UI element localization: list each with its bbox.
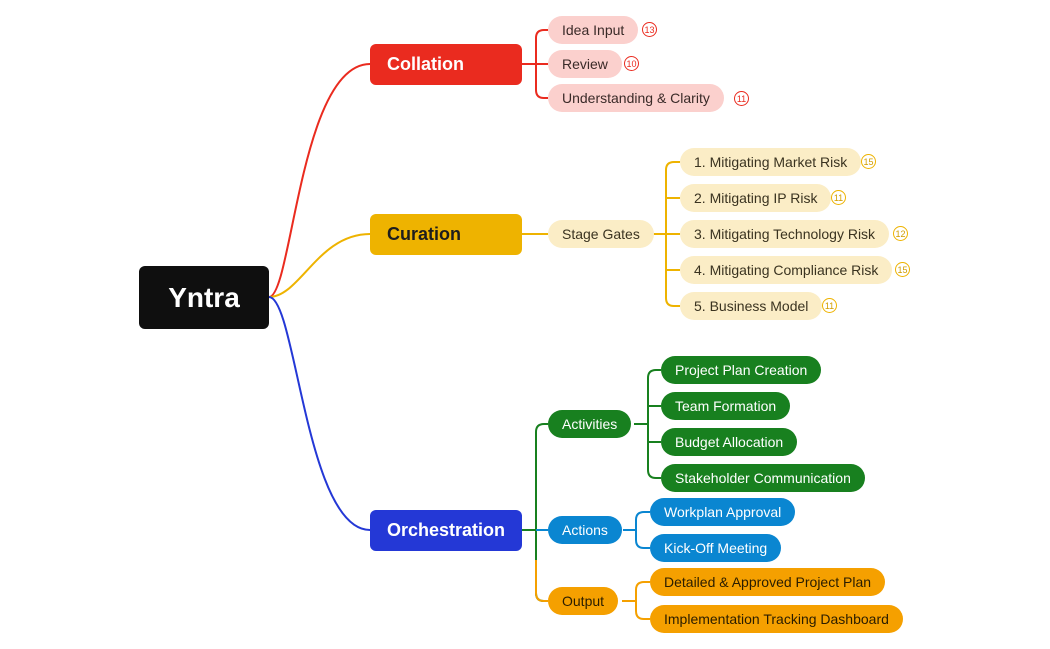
count-badge: 15	[895, 262, 910, 277]
link-stage-gates-children	[653, 161, 680, 307]
root-node[interactable]: Yntra	[139, 266, 269, 329]
action-item-kickoff-meeting[interactable]: Kick-Off Meeting	[650, 534, 782, 562]
count-badge: 11	[734, 91, 749, 106]
link-actions-children	[623, 511, 650, 549]
link-curation	[268, 233, 371, 298]
collation-item-understanding[interactable]: Understanding & Clarity	[548, 84, 724, 112]
activity-item-budget-allocation[interactable]: Budget Allocation	[661, 428, 798, 456]
link-output-children	[622, 581, 650, 620]
curation-node[interactable]: Curation	[370, 214, 522, 255]
link-activities-children	[634, 369, 661, 479]
collation-item-idea-input[interactable]: Idea Input	[548, 16, 639, 44]
stage-gates-node[interactable]: Stage Gates	[548, 220, 654, 248]
count-badge: 12	[893, 226, 908, 241]
action-item-workplan-approval[interactable]: Workplan Approval	[650, 498, 796, 526]
activities-node[interactable]: Activities	[548, 410, 632, 438]
link-collation	[268, 63, 371, 298]
link-collation-children	[522, 29, 548, 99]
stage-item-technology-risk[interactable]: 3. Mitigating Technology Risk	[680, 220, 890, 248]
stage-item-compliance-risk[interactable]: 4. Mitigating Compliance Risk	[680, 256, 893, 284]
count-badge: 10	[624, 56, 639, 71]
count-badge: 15	[861, 154, 876, 169]
output-item-approved-plan[interactable]: Detailed & Approved Project Plan	[650, 568, 886, 596]
output-node[interactable]: Output	[548, 587, 619, 615]
collation-node[interactable]: Collation	[370, 44, 522, 85]
output-item-tracking-dashboard[interactable]: Implementation Tracking Dashboard	[650, 605, 903, 633]
link-orchestration	[268, 296, 371, 531]
activity-item-team-formation[interactable]: Team Formation	[661, 392, 791, 420]
count-badge: 11	[822, 298, 837, 313]
stage-item-ip-risk[interactable]: 2. Mitigating IP Risk	[680, 184, 832, 212]
activity-item-stakeholder-communication[interactable]: Stakeholder Communication	[661, 464, 865, 492]
actions-node[interactable]: Actions	[548, 516, 622, 544]
stage-item-market-risk[interactable]: 1. Mitigating Market Risk	[680, 148, 862, 176]
collation-item-review[interactable]: Review	[548, 50, 622, 78]
count-badge: 13	[642, 22, 657, 37]
count-badge: 11	[831, 190, 846, 205]
link-output	[535, 560, 548, 602]
stage-item-business-model[interactable]: 5. Business Model	[680, 292, 823, 320]
activity-item-project-plan[interactable]: Project Plan Creation	[661, 356, 822, 384]
orchestration-node[interactable]: Orchestration	[370, 510, 522, 551]
